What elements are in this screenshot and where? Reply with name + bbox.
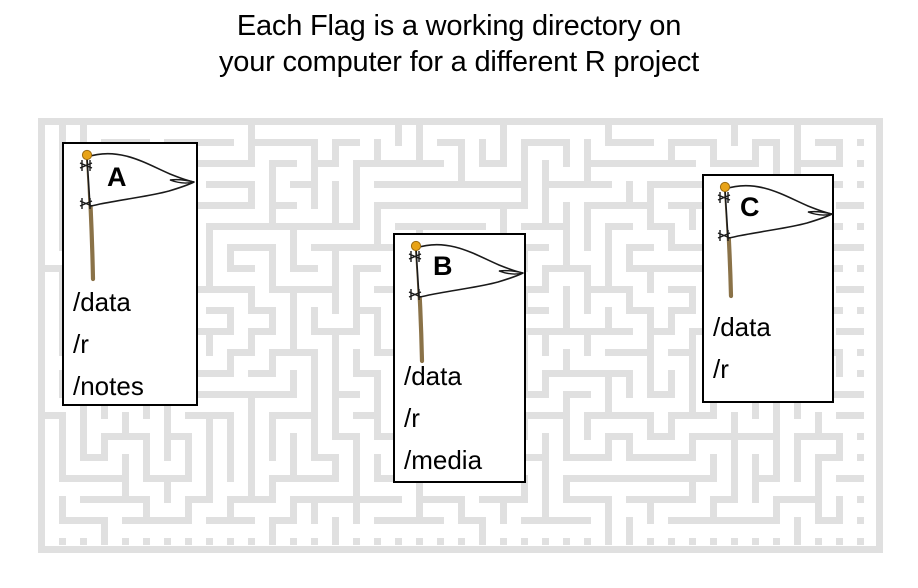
flag-letter-c: C	[740, 192, 760, 222]
path-item: /data	[73, 287, 131, 317]
path-list-c: /data /r	[713, 306, 828, 390]
flag-letter-a: A	[107, 162, 127, 192]
page-title: Each Flag is a working directory on your…	[0, 8, 918, 80]
path-list-b: /data /r /media	[404, 355, 520, 481]
flag-letter-b: B	[433, 251, 453, 281]
pennant-flag-icon	[66, 146, 198, 296]
page-title-line-1: Each Flag is a working directory on	[236, 10, 682, 42]
path-item: /r	[404, 403, 420, 433]
flag-card-c[interactable]: C /data /r	[702, 174, 834, 403]
path-item: /notes	[73, 371, 144, 401]
flag-card-a[interactable]: A /data /r /notes	[62, 142, 198, 406]
path-item: /r	[73, 329, 89, 359]
path-item: /data	[404, 361, 462, 391]
pennant-flag-icon	[706, 178, 838, 318]
flag-card-b[interactable]: B /data /r /media	[393, 233, 526, 483]
path-item: /media	[404, 445, 483, 475]
path-item: /r	[713, 354, 729, 384]
path-item: /data	[713, 312, 771, 342]
page-title-line-2: your computer for a different R project	[218, 46, 700, 78]
path-list-a: /data /r /notes	[73, 281, 192, 407]
